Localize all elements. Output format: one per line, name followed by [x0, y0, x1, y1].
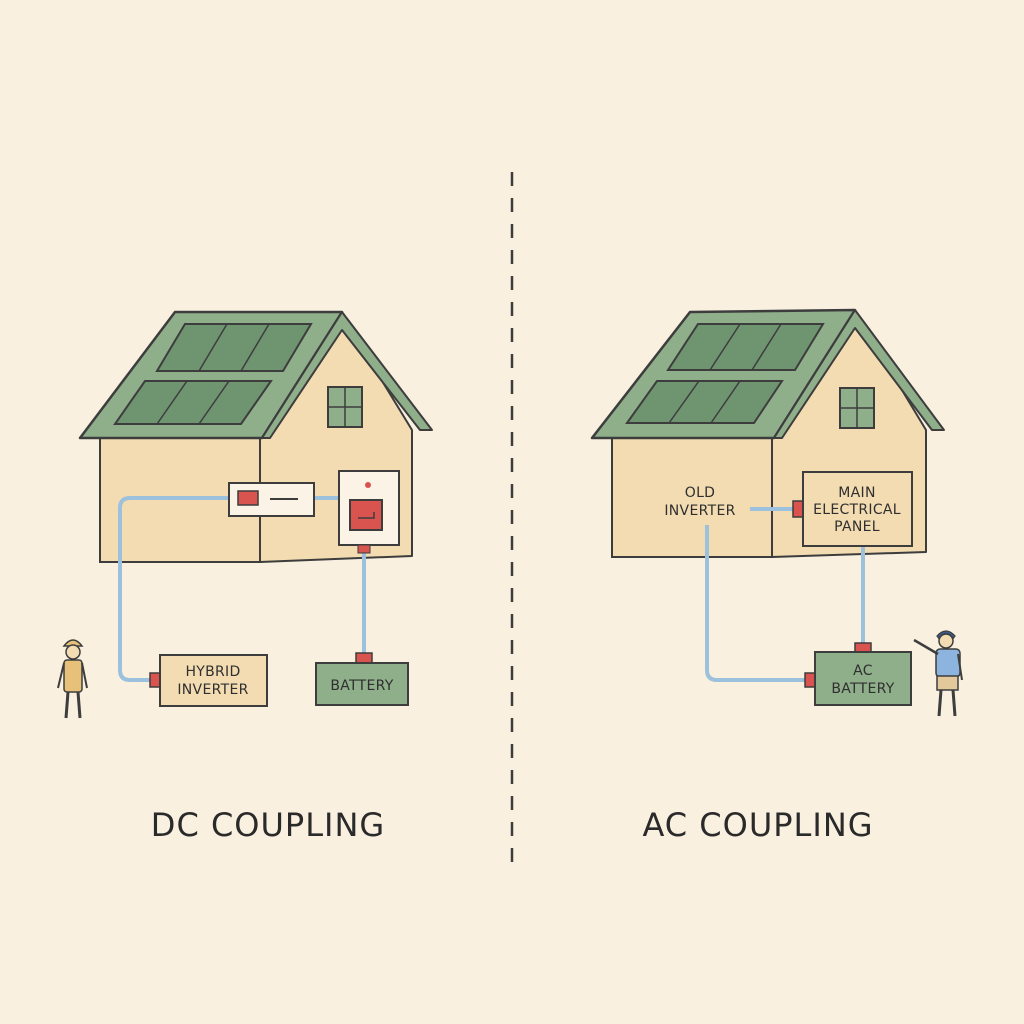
dc-coupling-title: DC COUPLING: [151, 806, 385, 844]
battery-label: BATTERY: [330, 678, 393, 694]
ac-battery-label-line1: AC: [853, 663, 873, 679]
connector: [355, 652, 373, 664]
ac-battery: AC BATTERY: [804, 642, 912, 706]
panel-label-line3: PANEL: [834, 519, 880, 535]
solar-panel: [155, 323, 313, 372]
worker-figure: [57, 639, 88, 719]
dc-coupling-section: HYBRID INVERTER BATTERY DC COUPLING: [57, 310, 433, 844]
wire-to-hybrid-inverter: [118, 496, 229, 682]
old-inverter-label-line2: INVERTER: [664, 503, 735, 519]
roof-edge: [261, 311, 433, 439]
dc-meter-box: [228, 482, 315, 517]
house-front-wall: [611, 434, 773, 558]
switch-handle: [349, 499, 383, 531]
hybrid-inverter: HYBRID INVERTER: [149, 654, 268, 707]
wire-inverter-to-battery: [705, 525, 806, 682]
status-dot: [365, 482, 371, 488]
old-inverter-label-line1: OLD: [685, 485, 716, 501]
roof-edge: [773, 309, 945, 439]
dc-battery: BATTERY: [315, 652, 409, 706]
hybrid-inverter-label-line2: INVERTER: [177, 682, 248, 698]
panel-label-line2: ELECTRICAL: [813, 502, 901, 518]
solar-panels: [625, 323, 825, 424]
house-window: [839, 387, 875, 429]
ac-coupling-title: AC COUPLING: [642, 806, 873, 844]
indicator-light: [237, 490, 259, 506]
dc-disconnect-box: [338, 470, 400, 554]
pointing-person-figure: [913, 630, 963, 717]
main-electrical-panel: MAIN ELECTRICAL PANEL: [792, 471, 913, 547]
house-window: [327, 386, 363, 428]
ac-battery-label-line2: BATTERY: [831, 681, 894, 697]
solar-panels: [113, 323, 313, 425]
old-inverter: OLD INVERTER: [664, 485, 735, 519]
hybrid-inverter-label-line1: HYBRID: [185, 664, 240, 680]
ac-coupling-section: OLD INVERTER MAIN ELECTRICAL PANEL AC BA…: [590, 308, 963, 844]
panel-label-line1: MAIN: [838, 485, 875, 501]
